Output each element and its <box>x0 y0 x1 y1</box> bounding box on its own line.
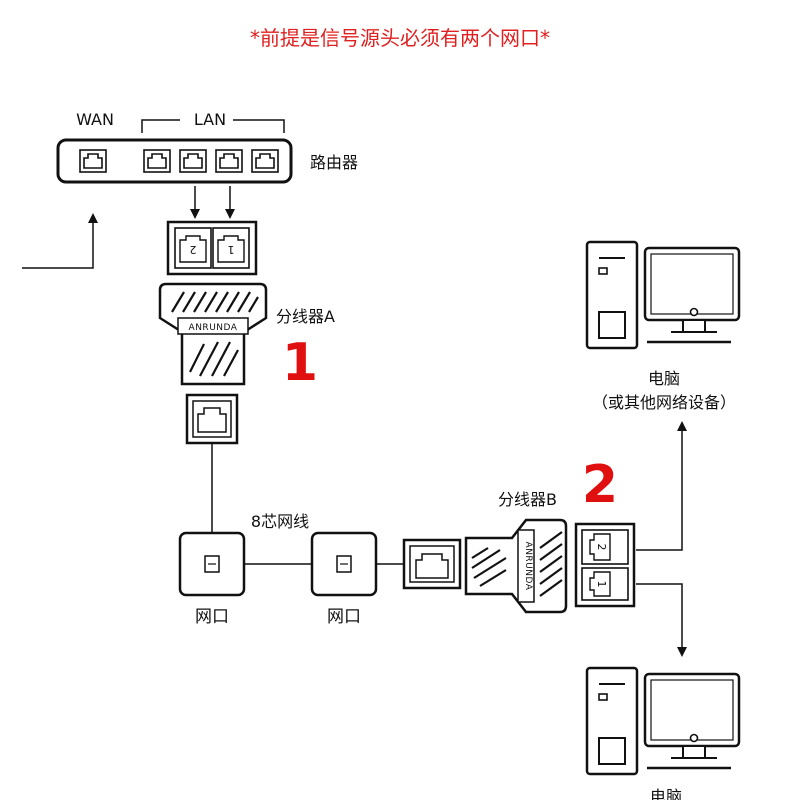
computer-top <box>585 240 741 350</box>
wall-port-2 <box>310 531 378 597</box>
computer-top-sublabel: （或其他网络设备） <box>592 393 736 412</box>
splitter-a: 2 1 ANRUNDA <box>158 220 268 445</box>
router-wan-port[interactable] <box>79 149 107 173</box>
splitter-b-grip <box>471 531 563 597</box>
wall-port-2-label: 网口 <box>327 607 361 627</box>
wan-incoming-line <box>22 213 98 269</box>
splitter-a-step-number: 1 <box>282 333 318 393</box>
computer-top-label: 电脑 <box>648 369 680 388</box>
splitter-a-grip <box>171 291 259 377</box>
splitter-b-port-number-1: 1 <box>595 581 608 588</box>
splitter-a-port-number-2: 2 <box>190 243 197 256</box>
splitter-b-label: 分线器B <box>498 490 557 509</box>
splitter-b-port-number-2: 2 <box>595 544 608 551</box>
splitter-a-brand: ANRUNDA <box>189 323 238 333</box>
splitter-b-body <box>464 518 568 614</box>
router-lan-bracket <box>141 119 285 133</box>
router-lan-port-4[interactable] <box>251 149 279 173</box>
router-lan-port-1[interactable] <box>143 149 171 173</box>
arrow-splitter-b-to-computer-bottom <box>636 583 687 657</box>
wall-port-1-label: 网口 <box>195 607 229 627</box>
splitter-b: ANRUNDA 2 1 <box>402 518 636 614</box>
splitter-a-port-number-1: 1 <box>228 243 235 256</box>
title-note: *前提是信号源头必须有两个网口* <box>250 26 550 50</box>
splitter-b-brand: ANRUNDA <box>523 542 533 591</box>
computer-bottom-label: 电脑 <box>650 787 682 800</box>
arrow-splitter-b-to-computer-top <box>636 421 687 551</box>
cable-label: 8芯网线 <box>251 512 309 531</box>
computer-bottom <box>585 666 741 776</box>
splitter-b-step-number: 2 <box>582 455 618 515</box>
router-lan-port-2[interactable] <box>179 149 207 173</box>
wall-port-1 <box>178 531 246 597</box>
splitter-a-label: 分线器A <box>276 307 335 326</box>
router-wan-label: WAN <box>76 110 114 129</box>
router-label: 路由器 <box>310 153 358 172</box>
router-lan-label: LAN <box>194 110 226 129</box>
router-lan-port-3[interactable] <box>215 149 243 173</box>
